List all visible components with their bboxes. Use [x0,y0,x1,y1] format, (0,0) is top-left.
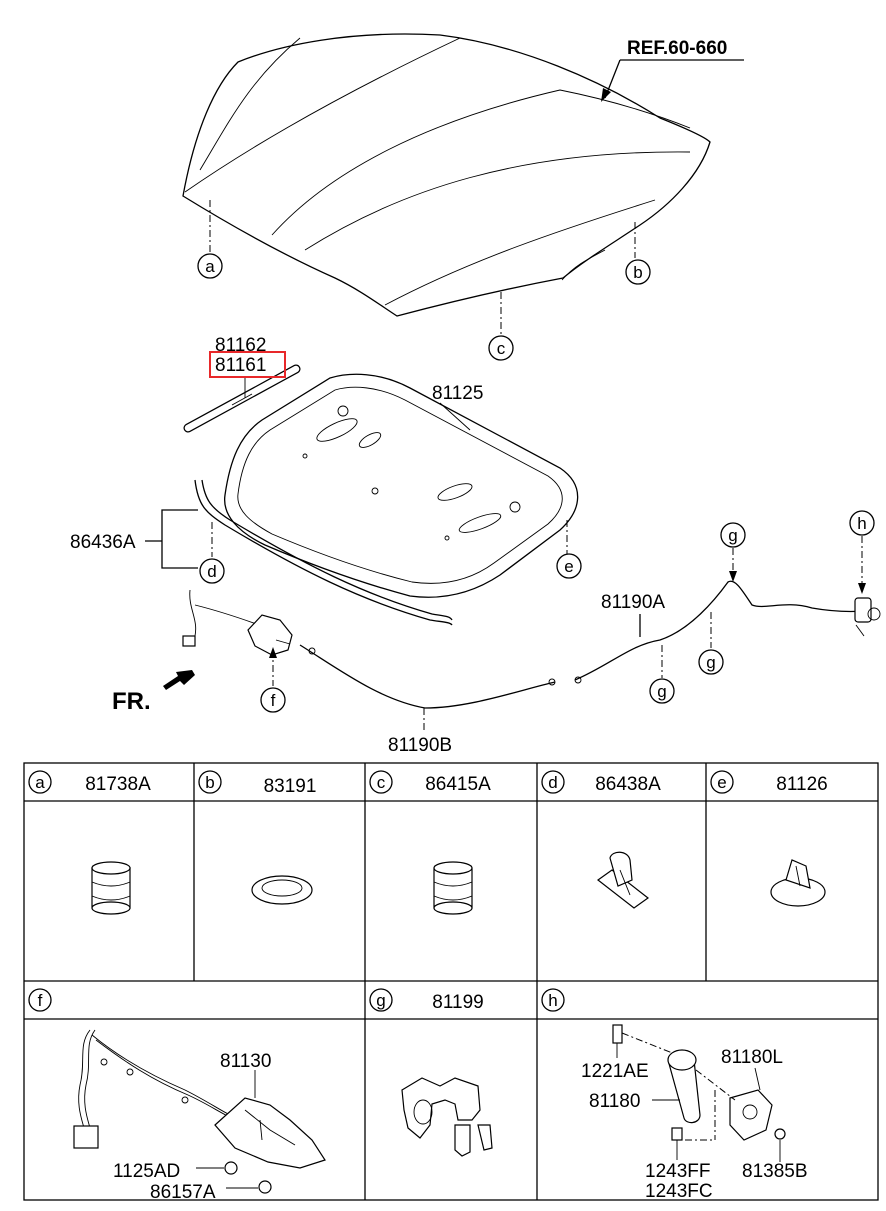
circle-a: a [205,257,215,276]
circle-c: c [497,339,506,358]
leader-f-arrow [269,647,277,658]
cell-a-part: 81738A [85,774,151,795]
cable-clip-leaders [661,536,866,678]
release-handle-assembly-drawing [612,1024,786,1162]
hood-insulator-pad [224,373,579,598]
circle-f: f [271,691,276,710]
cell-e-letter: e [717,773,726,792]
part-86157A-label: 86157A [150,1182,216,1203]
part-1125AD-label: 1125AD [113,1161,180,1182]
cable-clip-drawing [401,1077,493,1157]
cell-b-part: 83191 [264,776,317,797]
circle-d: d [207,562,216,581]
front-direction-indicator: FR. [112,670,195,715]
circle-h: h [857,514,866,533]
circle-letter-callouts: a b c d e f g g g h [197,253,875,713]
cell-b-letter: b [205,773,214,792]
circle-g-1: g [657,682,666,701]
release-cable [299,580,865,709]
latch-assembly-drawing [73,1029,326,1194]
front-label: FR. [112,688,151,715]
cell-d-letter: d [548,773,557,792]
cell-f-letter: f [38,991,43,1010]
bumper-stopper-c-drawing [433,861,473,915]
cell-h-letter: h [548,991,557,1010]
bumper-stopper-a-drawing [91,861,131,915]
circle-e: e [564,557,573,576]
clip-d-drawing [596,851,650,909]
part-81130-label: 81130 [220,1051,271,1072]
hood-leaders [209,200,636,334]
part-81162-label: 81162 [215,335,266,356]
cell-g-part: 81199 [432,992,483,1013]
circle-b: b [633,263,642,282]
part-81125-label: 81125 [432,383,483,404]
part-81180L-label: 81180L [721,1047,783,1068]
leader-81125 [439,402,471,431]
part-1243FF-label: 1243FF [645,1161,710,1182]
hood-panel [182,33,711,317]
cell-g-letter: g [376,991,385,1010]
plug-b-drawing [251,875,313,905]
hood-latch [182,589,293,656]
cell-c-part: 86415A [425,774,491,795]
cell-d-part: 86438A [595,774,661,795]
part-86436A-label: 86436A [70,532,136,553]
parts-table [23,762,879,1201]
part-1221AE-label: 1221AE [581,1061,649,1082]
table-row-1-header: a 81738A b 83191 c 86415A d 86438A e 811… [28,770,828,797]
hood-weatherstrip [194,479,453,626]
release-handle [854,597,881,637]
circle-g-3: g [728,526,737,545]
part-81385B-label: 81385B [742,1161,808,1182]
bracket-86436A [145,509,198,569]
part-1243FC-label: 1243FC [645,1181,713,1202]
clip-e-drawing [770,859,826,907]
hood-lift-strut [183,364,301,433]
cell-e-part: 81126 [776,774,827,795]
circle-g-2: g [706,653,715,672]
part-81190B-label: 81190B [388,735,452,756]
ref-label: REF.60-660 [627,38,727,59]
part-81190A-label: 81190A [601,592,665,613]
cell-a-letter: a [35,773,45,792]
part-81161-label: 81161 [215,355,266,376]
cell-c-letter: c [377,773,386,792]
reference-callout: REF.60-660 [601,38,744,102]
highlight-box [209,351,286,378]
table-row-2-header: f g 81199 h [28,988,565,1013]
part-81180-label: 81180 [589,1091,640,1112]
